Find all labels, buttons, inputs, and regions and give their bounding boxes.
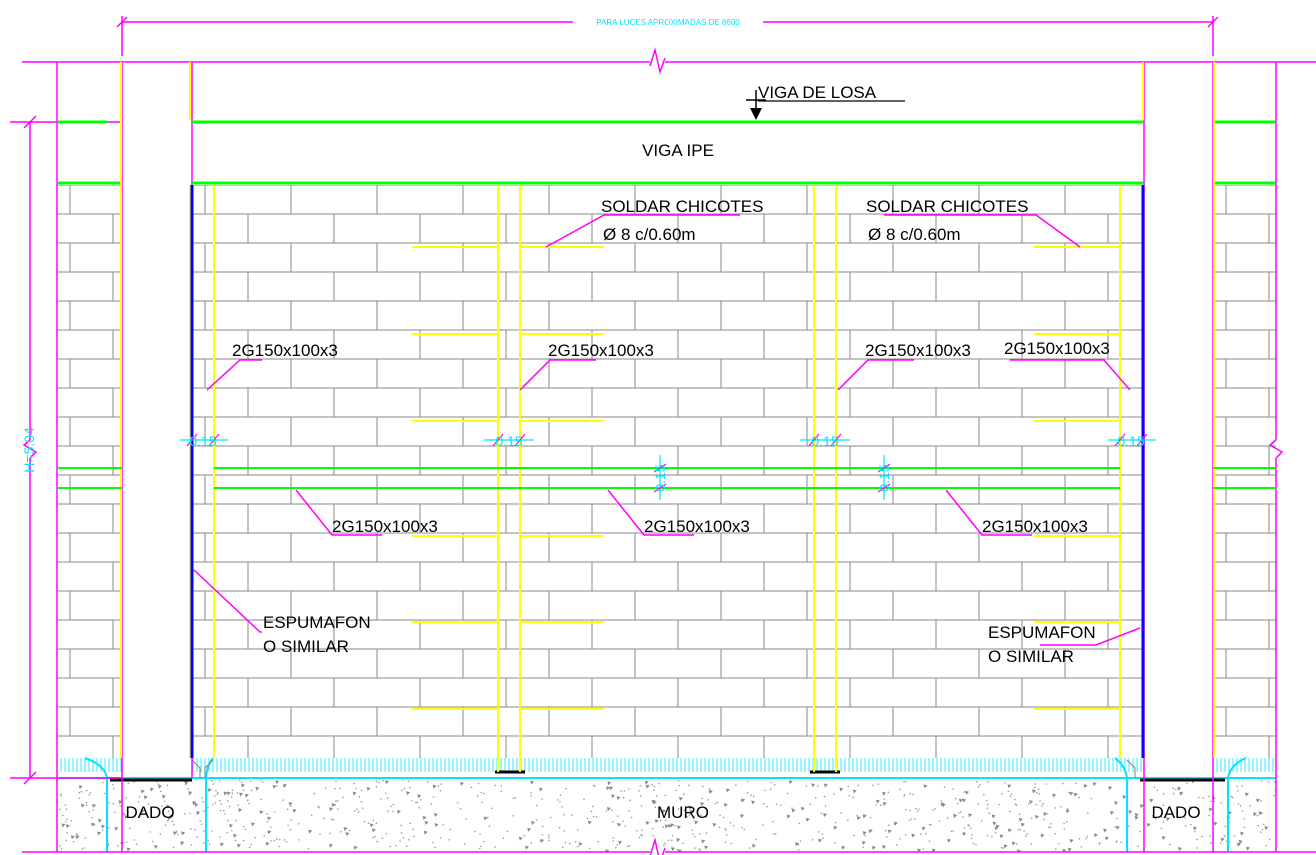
- espumafon-left-line-2: O SIMILAR: [263, 637, 349, 656]
- foundation-outline: [57, 757, 1276, 852]
- dado-right-label: DADO: [1151, 803, 1200, 822]
- muro-label: MURO: [657, 803, 709, 822]
- espumafon-right-line-2: O SIMILAR: [988, 647, 1074, 666]
- dado-left-label: DADO: [125, 803, 174, 822]
- profile-label-row-3: 2G150x100x3: [982, 517, 1088, 536]
- foam-joints: [190, 185, 1145, 758]
- column-base-left: [122, 758, 192, 778]
- viga-losa-label: VIGA DE LOSA: [758, 83, 877, 102]
- steel-columns: [120, 62, 1215, 772]
- top-dimension: PARA LUCES APROXIMADAS DE 8600: [116, 16, 1219, 56]
- gap-dim-4: 0.15: [1117, 433, 1144, 449]
- horizontal-tie-beams: [57, 467, 1276, 489]
- profile-label-row-2: 2G150x100x3: [644, 517, 750, 536]
- column-feet: [191, 759, 1136, 778]
- profile-label-col-2: 2G150x100x3: [548, 341, 654, 360]
- brick-wall-left: [57, 185, 121, 758]
- gap-dim-6: 0.15: [876, 464, 892, 491]
- soldar-chicotes-spec-2: Ø 8 c/0.60m: [868, 225, 961, 244]
- gap-dim-5: 0.15: [652, 464, 668, 491]
- concrete-foundation: [57, 779, 1276, 852]
- column-base-right: [1144, 758, 1213, 778]
- viga-ipe-label: VIGA IPE: [642, 141, 714, 160]
- profile-label-col-1: 2G150x100x3: [232, 341, 338, 360]
- espumafon-right-line-1: ESPUMAFON: [988, 623, 1096, 642]
- beam-lines: [57, 120, 1276, 185]
- gap-dimensions: [180, 433, 1156, 500]
- height-dimension: H=5.04: [10, 115, 122, 785]
- soldar-chicotes-label-1: SOLDAR CHICOTES: [601, 197, 763, 216]
- viga-losa-marker: VIGA DE LOSA: [746, 83, 905, 120]
- gap-dim-2: 0.15: [495, 433, 522, 449]
- leader-lines: [193, 214, 1141, 646]
- outline-frame: [22, 47, 1316, 855]
- profile-label-col-3: 2G150x100x3: [865, 341, 971, 360]
- anchor-bars: [412, 246, 1120, 710]
- espumafon-left-line-1: ESPUMAFON: [263, 613, 371, 632]
- height-label: H=5.04: [21, 427, 37, 473]
- soldar-chicotes-label-2: SOLDAR CHICOTES: [866, 197, 1028, 216]
- profile-label-col-4: 2G150x100x3: [1004, 339, 1110, 358]
- profile-label-row-1: 2G150x100x3: [332, 517, 438, 536]
- gap-dim-3: 0.15: [811, 433, 838, 449]
- hatched-strip: [57, 758, 1276, 772]
- gap-dim-1: 0.15: [189, 433, 216, 449]
- soldar-chicotes-spec-1: Ø 8 c/0.60m: [603, 225, 696, 244]
- brick-wall-right: [1213, 185, 1276, 758]
- span-dimension-label: PARA LUCES APROXIMADAS DE 8600: [596, 18, 740, 27]
